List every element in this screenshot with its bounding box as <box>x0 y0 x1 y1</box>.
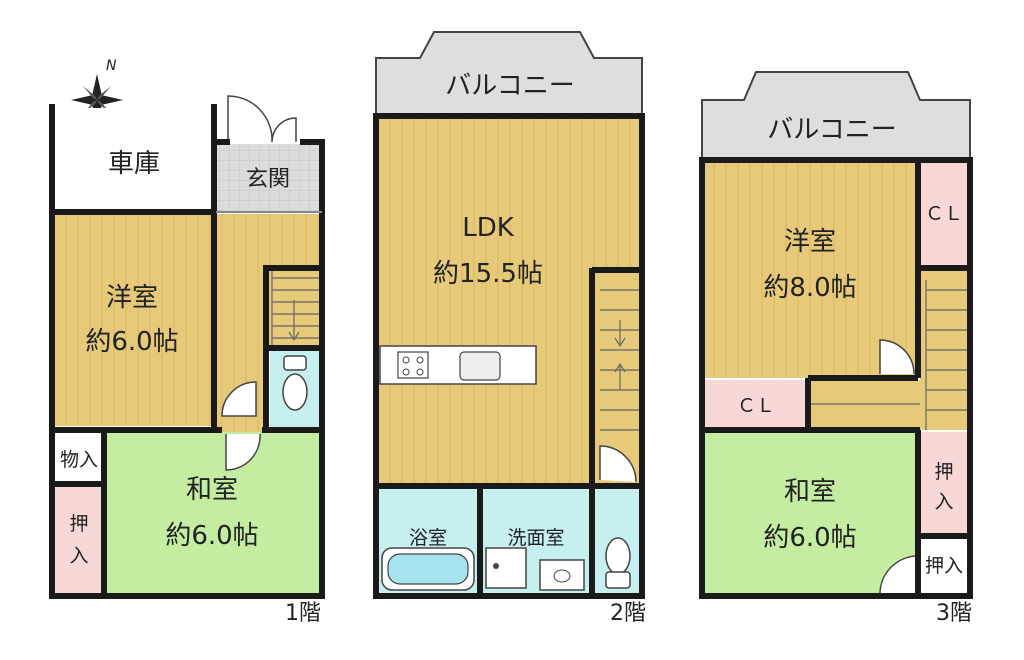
storage-label: 物入 <box>60 449 98 471</box>
closet-upper-3f <box>920 162 968 266</box>
stairs-2f <box>592 270 640 456</box>
walls-1f <box>49 104 325 599</box>
toilet-icon <box>605 537 631 589</box>
closet-right-3f <box>920 432 968 536</box>
western-room-1f-size: 約6.0帖 <box>85 327 178 357</box>
japanese-room-3f-name: 和室 <box>784 477 836 507</box>
floor-3-label: 3階 <box>936 601 972 626</box>
japanese-room-1f <box>106 432 320 594</box>
stairs-1f <box>266 266 320 348</box>
japanese-room-1f-size: 約6.0帖 <box>165 521 258 551</box>
entrance-door-icon <box>227 95 297 143</box>
closet-1f-label-1: 押 <box>69 513 88 535</box>
washroom-label: 洗面室 <box>507 527 564 549</box>
compass-north-label: N <box>106 58 117 74</box>
balcony-2f-label: バルコニー <box>445 71 574 101</box>
walls-2f <box>373 113 645 599</box>
balcony-3f-label: バルコニー <box>767 115 896 145</box>
floor-2: バルコニー LDK 約15.5帖 <box>373 31 646 626</box>
balcony-2f <box>375 31 643 117</box>
walls-3f <box>699 157 973 599</box>
closet-lower-label: ＣＬ <box>737 395 775 417</box>
garage-area <box>52 108 214 214</box>
bathroom-label: 浴室 <box>409 527 447 549</box>
closet-lower-3f <box>704 380 808 430</box>
balcony-3f <box>701 71 971 161</box>
oshiire-right-label-2: 入 <box>934 491 953 513</box>
entrance-label: 玄関 <box>246 167 290 192</box>
western-room-3f-name: 洋室 <box>784 227 836 257</box>
hallway-1f <box>216 214 320 266</box>
japanese-room-3f <box>704 432 918 594</box>
ldk-name: LDK <box>462 213 515 243</box>
floor-3: バルコニー 洋室 約8.0帖 ＣＬ ＣＬ 押 入 押入 <box>699 71 973 626</box>
closet-upper-label: ＣＬ <box>925 203 963 225</box>
entrance-area <box>216 144 322 212</box>
oshiire-small-label: 押入 <box>925 555 963 577</box>
western-room-1f <box>54 214 214 426</box>
closet-1f-label-2: 入 <box>69 545 88 567</box>
japanese-room-3f-size: 約6.0帖 <box>763 523 856 553</box>
western-room-1f-name: 洋室 <box>106 283 158 313</box>
washing-machine-icon <box>485 547 527 589</box>
storage-1f <box>54 432 104 484</box>
bathtub-icon <box>381 547 475 591</box>
kitchen-counter <box>379 345 537 385</box>
oshiire-right-label-1: 押 <box>934 461 953 483</box>
closet-1f <box>54 486 104 594</box>
japanese-room-1f-name: 和室 <box>186 475 238 505</box>
western-room-3f-size: 約8.0帖 <box>763 273 856 303</box>
toilet-icon <box>282 355 308 411</box>
sink-icon <box>539 559 585 591</box>
floor-2-label: 2階 <box>610 601 646 626</box>
floor-1-label: 1階 <box>285 601 321 626</box>
ldk-size: 約15.5帖 <box>433 259 543 289</box>
garage-label: 車庫 <box>108 149 160 179</box>
door-swing-icon <box>221 381 257 417</box>
floor-1: N 車庫 玄関 洋室 約6.0帖 <box>49 58 325 626</box>
closet-small-3f <box>920 538 968 594</box>
